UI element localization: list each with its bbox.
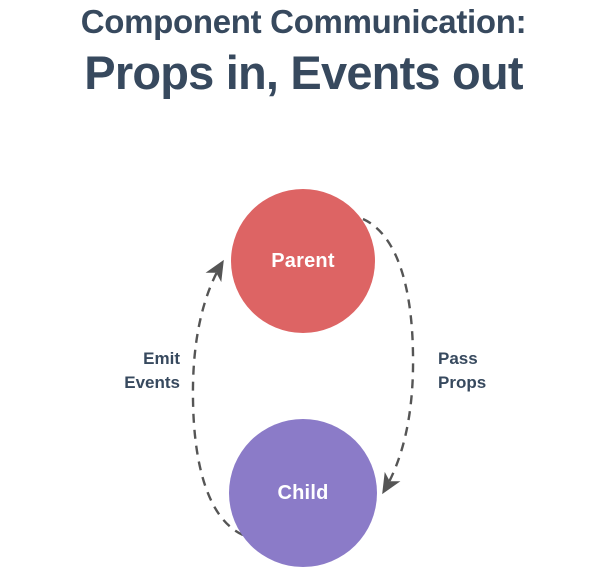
page-title-line-1: Component Communication: bbox=[80, 3, 527, 40]
page-title-line-2: Props in, Events out bbox=[84, 46, 523, 99]
node-parent[interactable]: Parent bbox=[231, 189, 375, 333]
edge-label-emit-events-line-1: Emit bbox=[143, 349, 180, 368]
node-parent-label: Parent bbox=[271, 249, 335, 272]
edge-label-pass-props: Pass Props bbox=[438, 347, 528, 395]
node-child[interactable]: Child bbox=[229, 419, 377, 567]
edge-label-emit-events-line-2: Events bbox=[124, 373, 180, 392]
edge-label-emit-events: Emit Events bbox=[95, 347, 180, 395]
edge-label-pass-props-line-2: Props bbox=[438, 373, 487, 392]
page-title: Component Communication: Props in, Event… bbox=[0, 0, 607, 102]
edge-label-pass-props-line-1: Pass bbox=[438, 349, 478, 368]
node-child-label: Child bbox=[277, 481, 329, 504]
